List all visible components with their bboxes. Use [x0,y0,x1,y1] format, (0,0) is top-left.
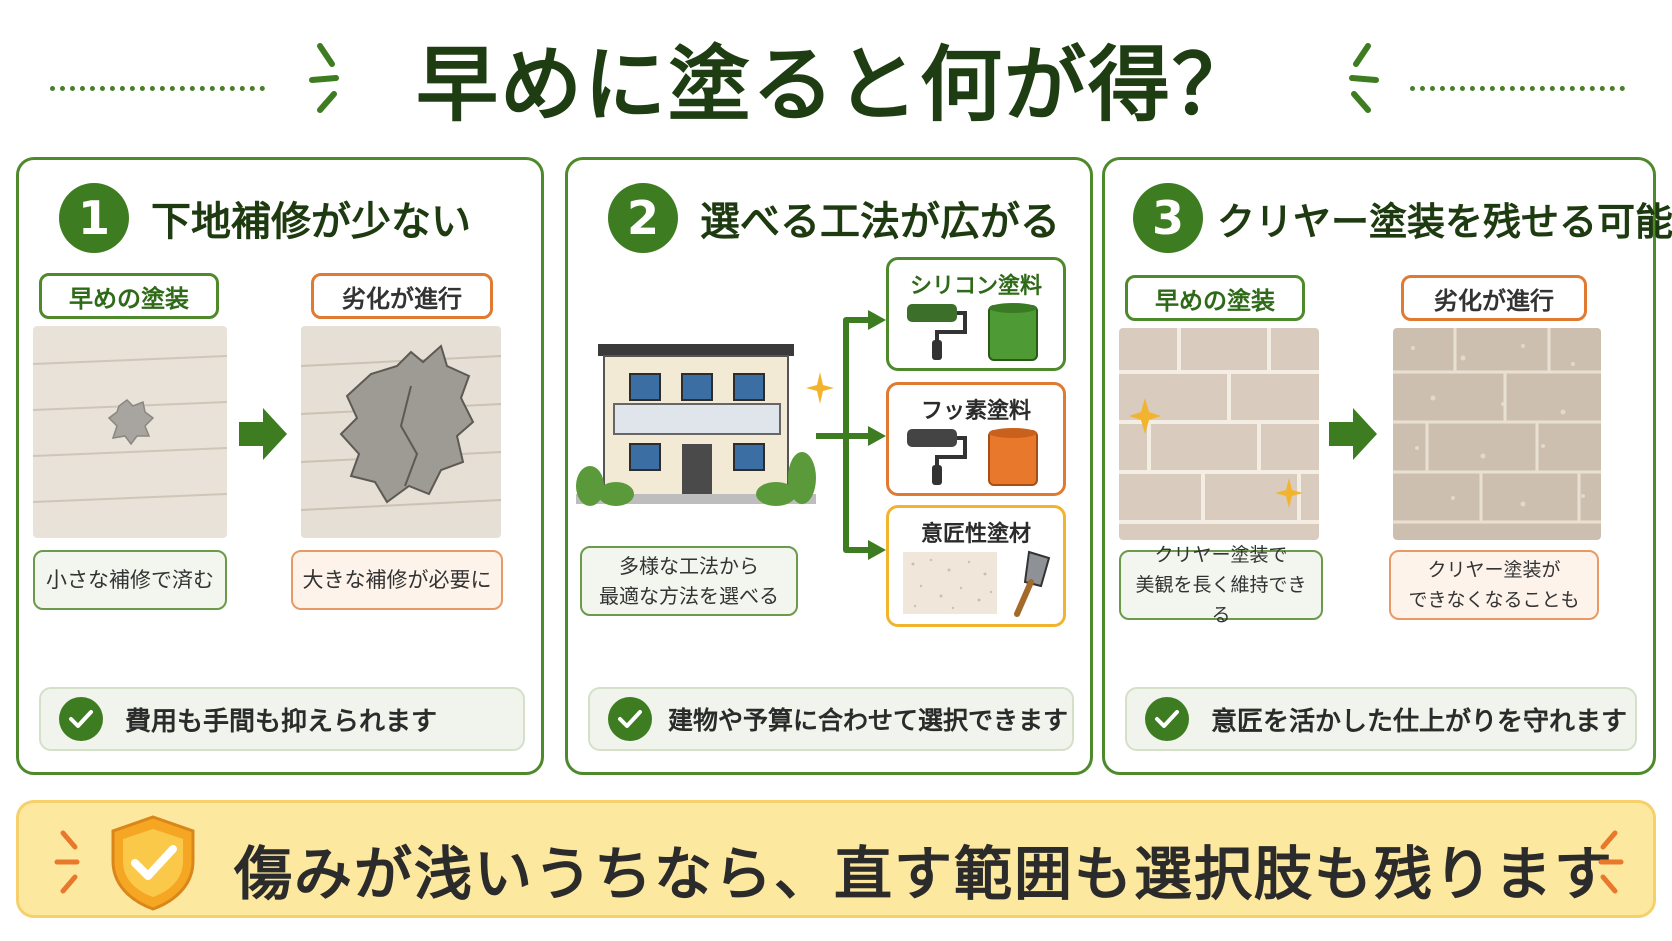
tag-early: 早めの塗装 [1125,275,1305,321]
sparkle-icon [309,43,339,113]
tag-early: 早めの塗装 [39,273,219,319]
page-title: 早めに塗ると何が得？ [415,38,1256,133]
panel-title: 下地補修が少ない [151,199,471,245]
note-line: 美観を長く維持できる [1135,574,1307,626]
step-number: 2 [608,183,678,253]
footer-text: 意匠を活かした仕上がりを守れます [1211,706,1628,737]
option-silicone: シリコン塗料 [886,257,1066,371]
note-line: できなくなることも [1408,589,1580,611]
step-number: 3 [1133,183,1203,253]
panel-repair: 1 下地補修が少ない 早めの塗装 劣化が進行 小さな補修で済む 大きな補修が必要… [16,157,544,775]
panel-heading: 3 クリヤー塗装を残せる可能性 [1133,180,1672,256]
dotted-divider-left [50,86,265,91]
panel-heading: 1 下地補修が少ない [59,180,471,256]
paint-roller-icon [907,429,967,485]
header: 早めに塗ると何が得？ [0,0,1672,150]
trowel-icon [1014,550,1051,617]
sparkle-icon [806,372,834,404]
note-large-repair: 大きな補修が必要に [291,550,503,610]
check-icon [608,697,652,741]
option-fluorine: フッ素塗料 [886,382,1066,496]
branch-arrows [816,310,886,560]
brick-wall-clean-image [1119,328,1319,540]
option-label: 意匠性塗材 [920,522,1031,547]
tag-degraded: 劣化が進行 [311,273,493,319]
wall-large-damage-image [301,326,501,538]
arrow-right-icon [239,408,287,460]
panel-heading: 2 選べる工法が広がる [608,180,1060,256]
check-icon [1145,697,1189,741]
panel-footer: 意匠を活かした仕上がりを守れます [1125,687,1637,751]
summary-banner: 傷みが浅いうちなら、直す範囲も選択肢も残ります [16,800,1656,918]
texture-sample [903,552,997,614]
paint-can-icon [988,303,1038,361]
note-line: クリヤー塗装で [1154,544,1288,566]
footer-text: 建物や予算に合わせて選択できます [668,706,1069,735]
option-label: フッ素塗料 [920,399,1031,424]
sparkle-icon [1349,43,1379,113]
wall-small-damage-image [33,326,227,538]
panel-footer: 建物や予算に合わせて選択できます [588,687,1074,751]
panel-clear-coat: 3 クリヤー塗装を残せる可能性 早めの塗装 劣化が進行 [1102,157,1672,775]
note-methods: 多様な工法から 最適な方法を選べる [580,546,798,616]
note-line: クリヤー塗装が [1427,559,1561,581]
note-line: 最適な方法を選べる [599,584,779,608]
note-clear-keep: クリヤー塗装で 美観を長く維持できる [1119,544,1323,626]
house-icon [576,344,816,506]
footer-text: 費用も手間も抑えられます [125,706,438,737]
panel-title: クリヤー塗装を残せる可能性 [1217,199,1672,244]
option-label: シリコン塗料 [909,274,1042,299]
option-design-coating: 意匠性塗材 [886,505,1066,627]
note-line: 多様な工法から [619,554,759,578]
sparkle-icon [54,830,80,894]
paint-can-icon [988,428,1038,486]
tag-degraded: 劣化が進行 [1401,275,1587,321]
shield-check-icon [111,815,195,911]
dotted-divider-right [1410,86,1625,91]
panel-methods: 2 選べる工法が広がる シリコン塗料 [565,157,1093,775]
sparkle-icon [1598,830,1624,894]
note-small-repair: 小さな補修で済む [33,550,227,610]
arrow-right-icon [1329,408,1377,460]
note-clear-lost: クリヤー塗装が できなくなることも [1389,550,1599,620]
banner-text: 傷みが浅いうちなら、直す範囲も選択肢も残ります [234,840,1615,908]
panel-footer: 費用も手間も抑えられます [39,687,525,751]
paint-roller-icon [907,304,967,360]
check-icon [59,697,103,741]
step-number: 1 [59,183,129,253]
panel-title: 選べる工法が広がる [700,199,1060,245]
brick-wall-weathered-image [1393,328,1601,540]
